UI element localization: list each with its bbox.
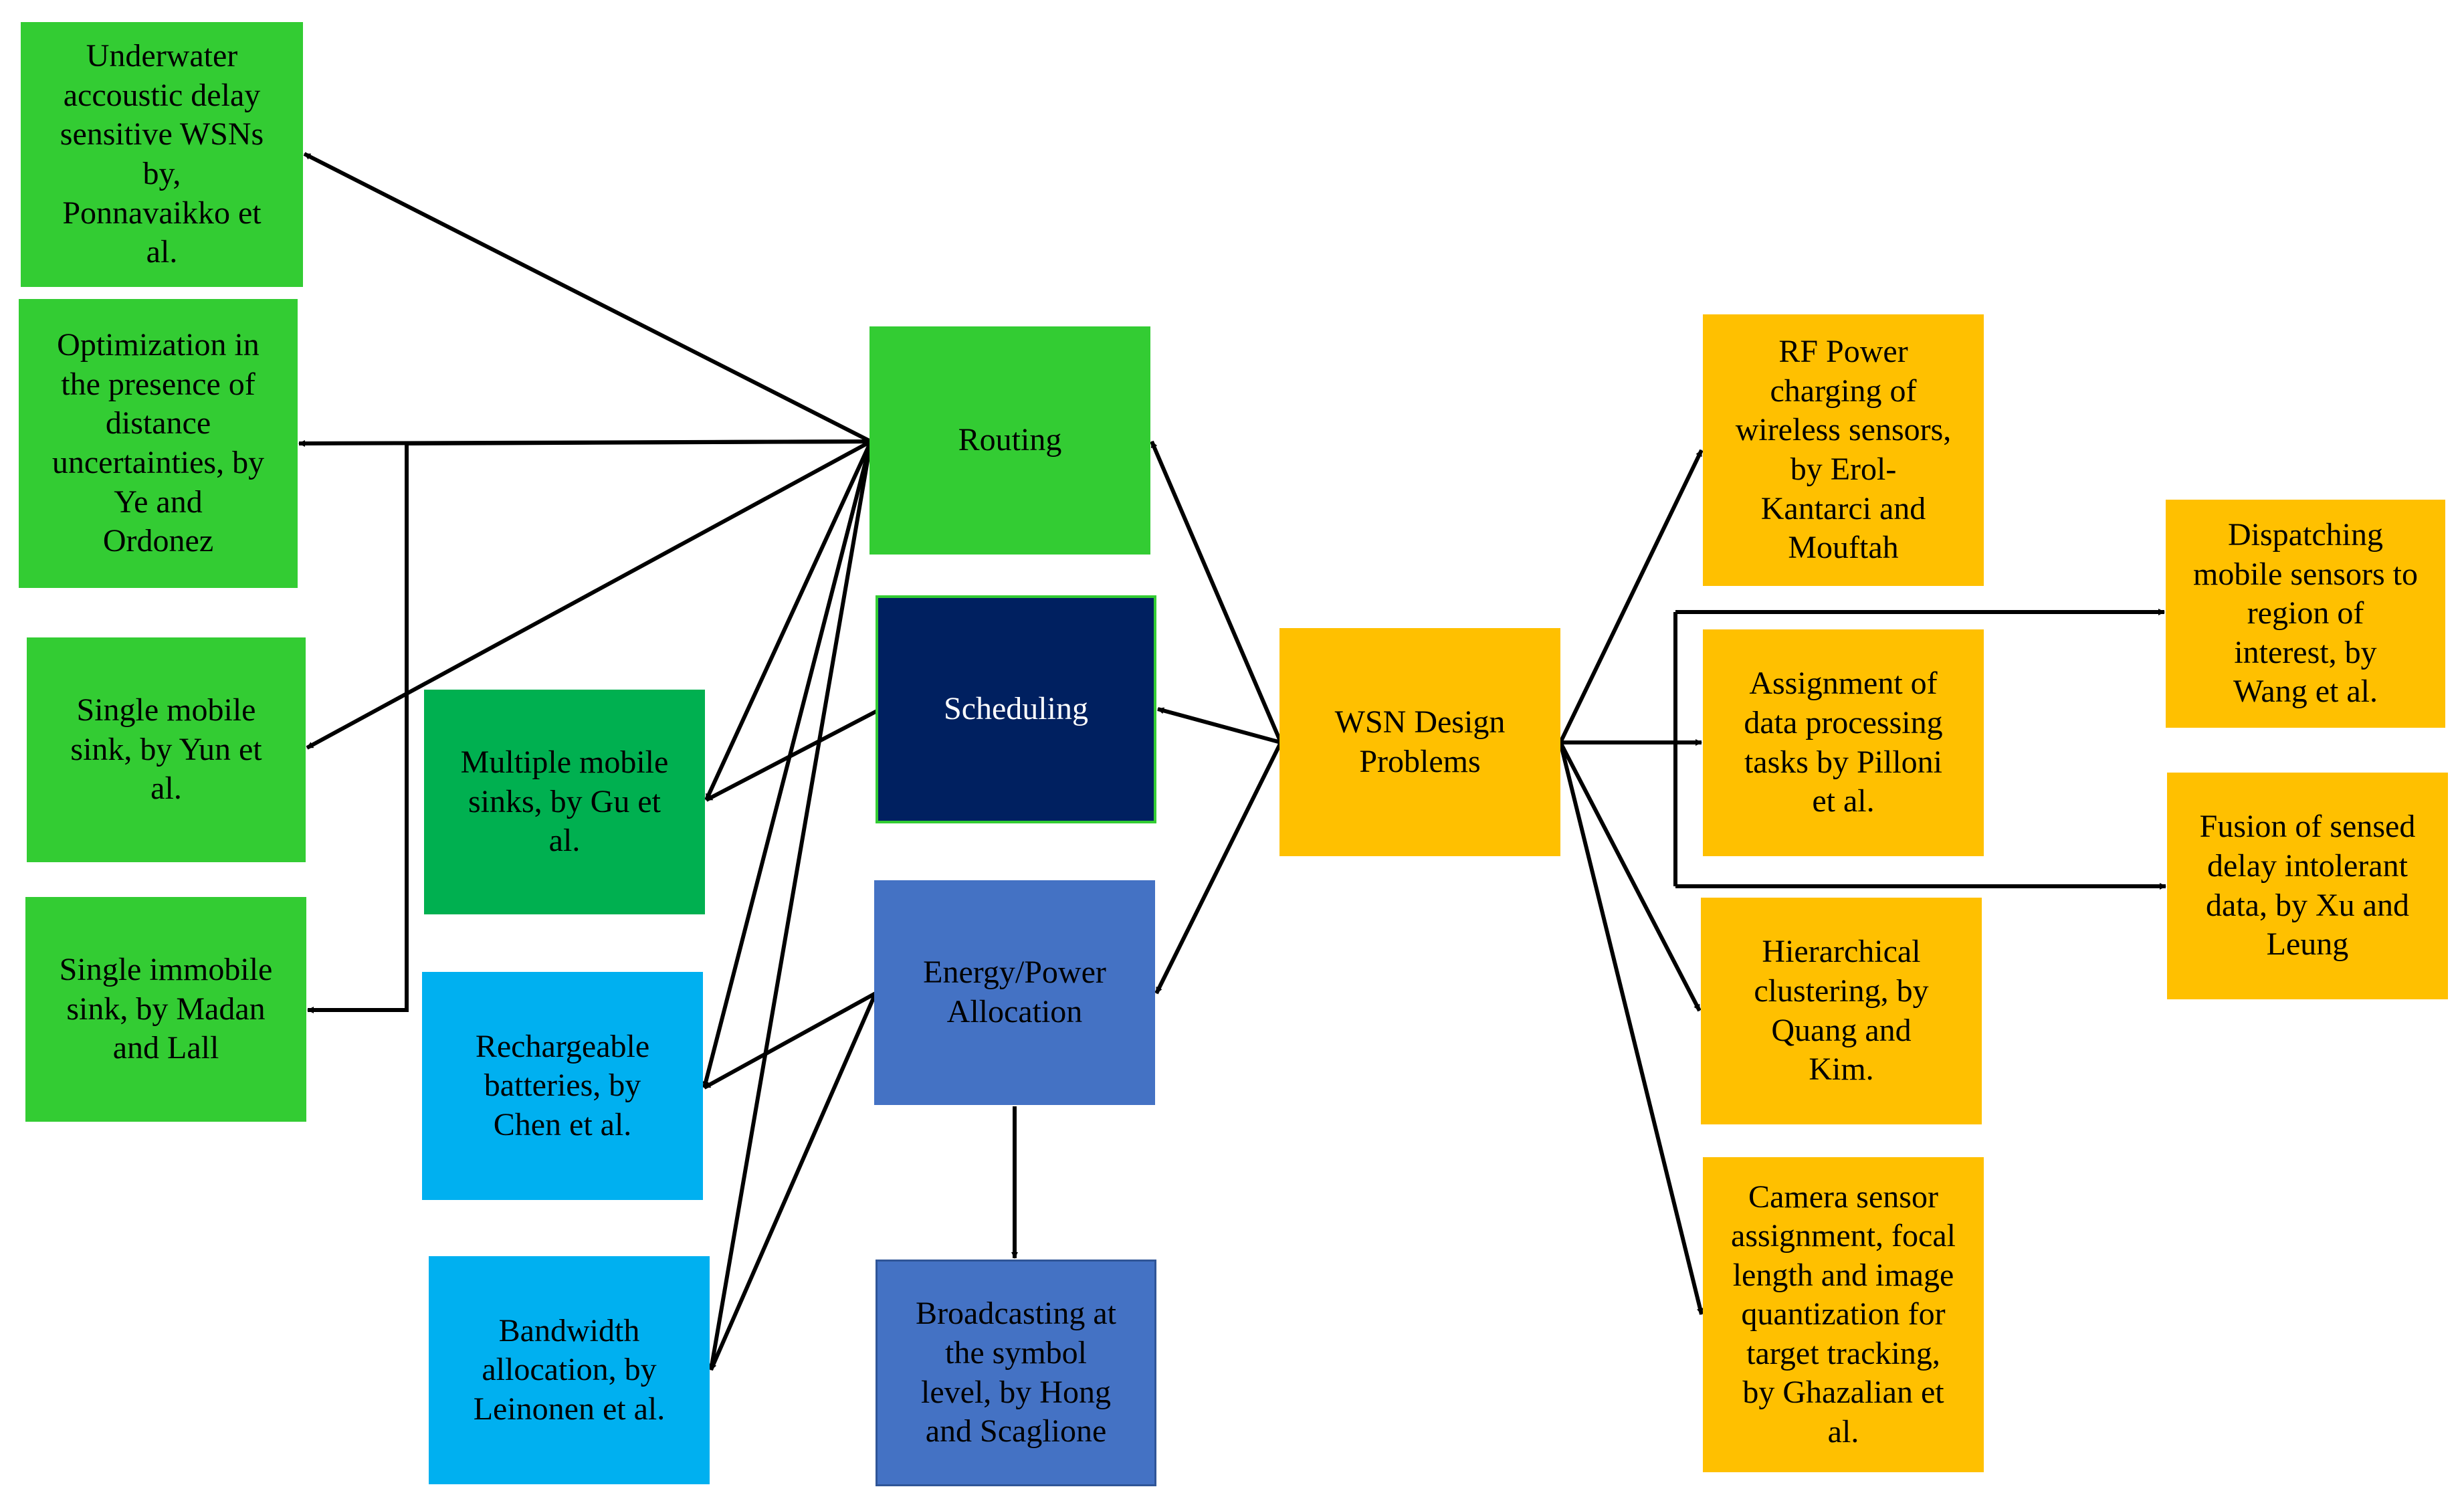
energy-to-bandwidth-arrow [709,992,878,1371]
hierarchical-clustering-node: Hierarchical clustering, by Quang and Ki… [1701,898,1982,1124]
single-immobile-sink-node: Single immobile sink, by Madan and Lall [25,897,306,1122]
data-processing-assignment-node: Assignment of data processing tasks by P… [1703,629,1984,856]
scheduling-node: Scheduling [876,595,1156,823]
bandwidth-allocation-node: Bandwidth allocation, by Leinonen et al. [429,1256,710,1484]
optimization-uncertainties-node: Optimization in the presence of distance… [19,299,298,588]
camera-sensor-assignment-node: Camera sensor assignment, focal length a… [1703,1157,1984,1472]
rechargeable-batteries-node: Rechargeable batteries, by Chen et al. [422,972,703,1200]
wsn-to-camera-arrow [1558,742,1704,1315]
fusion-sensed-data-node: Fusion of sensed delay intolerant data, … [2167,773,2448,999]
wsn-to-hierarchical-arrow [1558,741,1702,1012]
wsn-design-problems-node: WSN Design Problems [1279,628,1560,856]
wsn-to-scheduling-arrow [1157,707,1281,744]
single-mobile-sink-node: Single mobile sink, by Yun et al. [27,637,306,862]
scheduling-to-multiple-mobile-arrow [705,709,878,802]
routing-to-underwater-arrow [303,152,872,443]
wsn-branch-line [1560,612,1677,744]
wsn-to-rf-arrow [1558,449,1704,744]
underwater-acoustic-node: Underwater accoustic delay sensitive WSN… [21,22,303,287]
wsn-to-energy-arrow [1154,741,1283,995]
energy-power-allocation-node: Energy/Power Allocation [874,880,1155,1105]
multiple-mobile-sinks-node: Multiple mobile sinks, by Gu et al. [424,690,705,914]
routing-to-single-immobile-arrow [307,439,871,1013]
dispatching-mobile-sensors-node: Dispatching mobile sensors to region of … [2166,500,2445,728]
routing-to-rechargeable-arrow [702,441,873,1088]
rf-power-charging-node: RF Power charging of wireless sensors, b… [1703,314,1984,586]
wsn-to-routing-arrow [1150,440,1283,744]
routing-to-multiple-mobile-arrow [704,440,873,801]
energy-to-rechargeable-arrow [703,991,877,1090]
broadcasting-symbol-level-node: Broadcasting at the symbol level, by Hon… [876,1260,1156,1486]
routing-to-single-mobile-arrow [306,439,872,750]
routing-to-bandwidth-arrow [708,441,873,1371]
routing-node: Routing [869,326,1150,555]
